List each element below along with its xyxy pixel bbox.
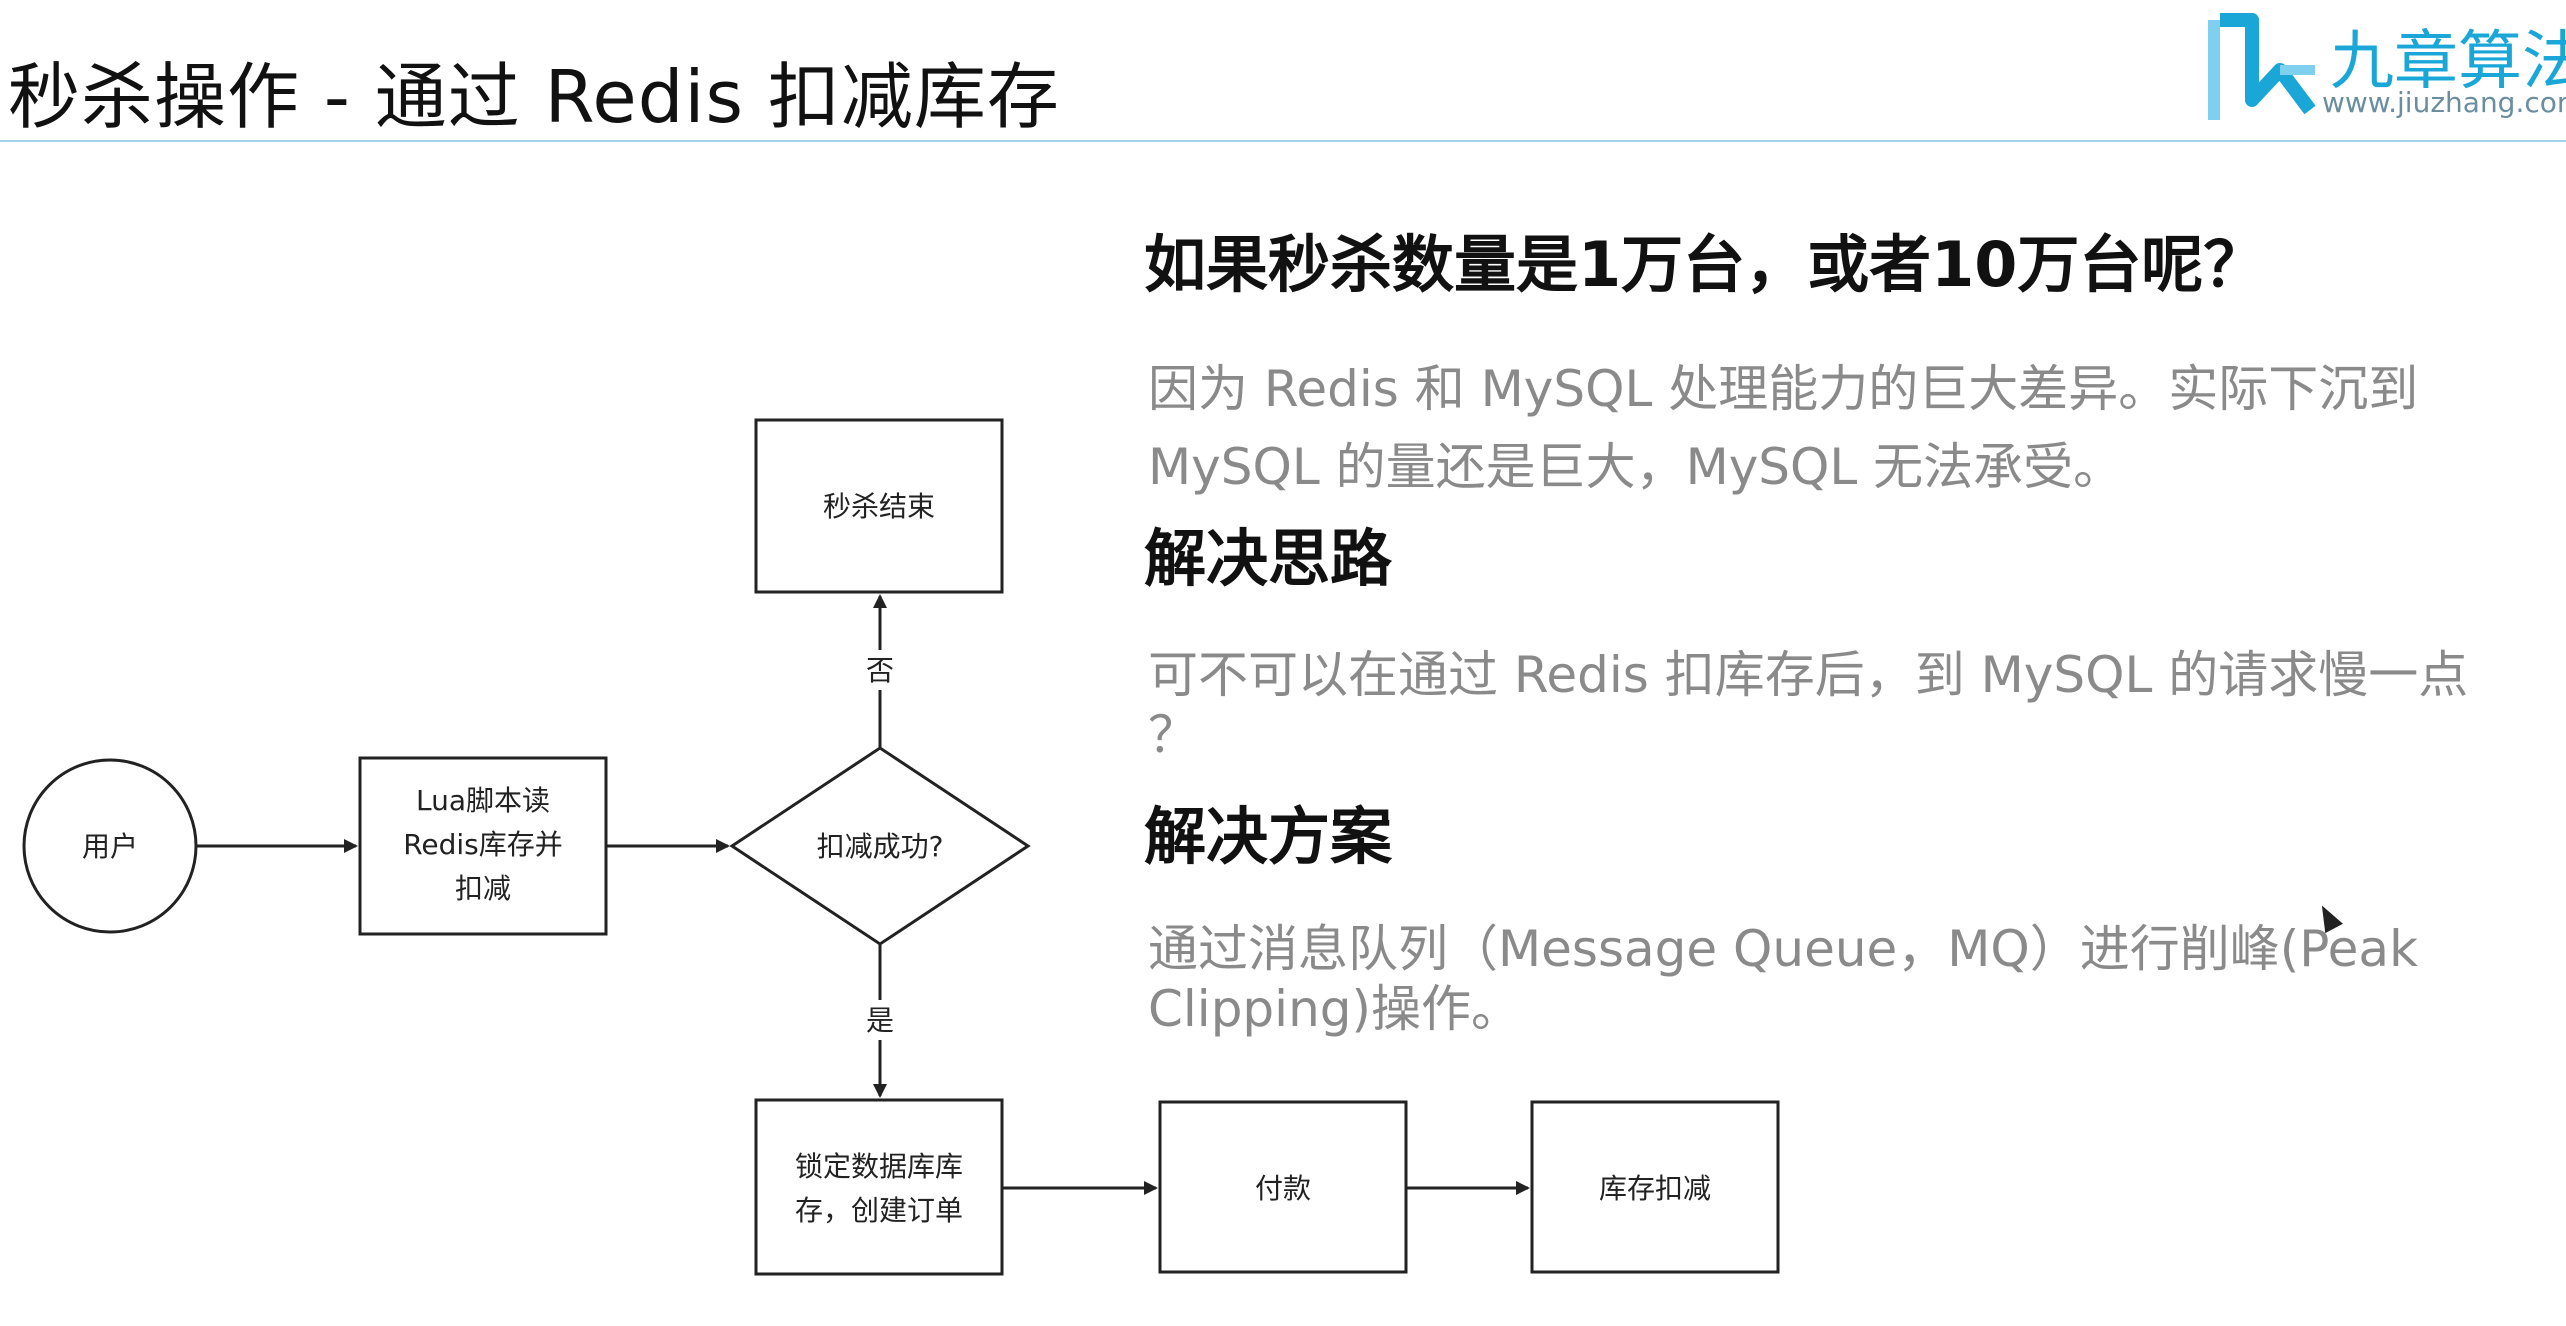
node-lock-label-1: 锁定数据库库 — [795, 1150, 963, 1183]
jiuzhang-logo — [2208, 13, 2316, 120]
node-end-label: 秒杀结束 — [823, 490, 935, 523]
question-heading: 如果秒杀数量是1万台，或者10万台呢？ — [1144, 228, 2266, 301]
reason-line-2: MySQL 的量还是巨大，MySQL 无法承受。 — [1148, 438, 2124, 496]
node-end: 秒杀结束 — [754, 418, 1004, 594]
logo-url: www.jiuzhang.com — [2322, 86, 2566, 119]
logo-mark-icon — [2208, 13, 2316, 120]
solution-heading: 解决方案 — [1144, 800, 1393, 873]
node-pay-label: 付款 — [1255, 1172, 1311, 1205]
node-user: 用户 — [22, 758, 198, 934]
node-pay: 付款 — [1158, 1100, 1408, 1274]
node-deduct: 库存扣减 — [1530, 1100, 1780, 1274]
node-lua-label-2: Redis库存并 — [403, 828, 563, 861]
solution-line-1: 通过消息队列（Message Queue，MQ）进行削峰(Peak — [1148, 920, 2419, 978]
edge-label-no: 否 — [866, 654, 894, 687]
node-deduct-label: 库存扣减 — [1599, 1172, 1711, 1205]
flowchart-bottom-row: 付款 库存扣减 — [1002, 1100, 1780, 1274]
node-lua-label-1: Lua脚本读 — [416, 784, 550, 817]
idea-line-1: 可不可以在通过 Redis 扣库存后，到 MySQL 的请求慢一点 — [1148, 646, 2469, 704]
logo-text: 九章算法 — [2330, 25, 2566, 99]
idea-line-2: ？ — [1148, 706, 1198, 764]
header-divider — [0, 140, 2566, 142]
solution-line-2: Clipping)操作。 — [1148, 980, 1521, 1038]
reason-line-1: 因为 Redis 和 MySQL 处理能力的巨大差异。实际下沉到 — [1148, 360, 2419, 418]
edge-label-yes: 是 — [866, 1004, 894, 1037]
idea-heading: 解决思路 — [1144, 522, 1393, 595]
page-title: 秒杀操作 - 通过 Redis 扣减库存 — [8, 55, 1060, 139]
node-lua-label-3: 扣减 — [455, 872, 511, 905]
node-user-label: 用户 — [82, 830, 138, 863]
node-decision: 扣减成功? — [729, 746, 1031, 946]
node-decision-label: 扣减成功? — [817, 830, 944, 863]
node-lock-inventory: 锁定数据库库 存，创建订单 — [754, 1098, 1004, 1276]
node-lock-label-2: 存，创建订单 — [795, 1194, 963, 1227]
flowchart: 用户 Lua脚本读 Redis库存并 扣减 扣减成功? 秒杀结束 锁定数据库库 … — [22, 418, 1031, 1276]
node-lua-script: Lua脚本读 Redis库存并 扣减 — [358, 756, 608, 936]
